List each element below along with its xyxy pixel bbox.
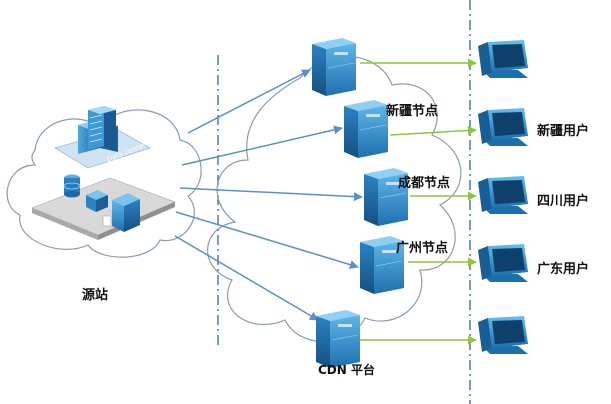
monitor-icon — [478, 108, 528, 146]
server-icon — [316, 310, 360, 368]
database-icon — [63, 174, 81, 198]
origin-arrows — [174, 69, 363, 321]
node-user-arrows — [358, 58, 477, 345]
user-label-guangdong: 广东用户 — [537, 261, 589, 277]
server-icon — [360, 236, 404, 294]
server-icon — [312, 38, 356, 96]
node-label-xinjiang: 新疆节点 — [386, 103, 438, 119]
node-label-chengdu: 成都节点 — [398, 175, 450, 191]
cdn-nodes — [312, 38, 408, 368]
node-label-guangzhou: 广州节点 — [396, 240, 448, 256]
user-label-sichuan: 四川用户 — [537, 193, 589, 209]
monitor-icon — [478, 316, 528, 354]
cdn-platform-label: CDN 平台 — [318, 362, 375, 377]
package-box-icon — [86, 190, 108, 212]
monitor-icon — [478, 40, 528, 78]
origin-platform — [30, 174, 177, 240]
user-terminals — [478, 40, 528, 354]
monitor-icon — [478, 176, 528, 214]
server-icon — [344, 100, 388, 158]
user-label-xinjiang: 新疆用户 — [537, 123, 589, 139]
origin-label: 源站 — [82, 287, 108, 303]
server-icon — [364, 168, 408, 226]
origin-server-icon — [102, 193, 140, 232]
monitor-icon — [478, 244, 528, 282]
cdn-cloud — [207, 55, 462, 343]
